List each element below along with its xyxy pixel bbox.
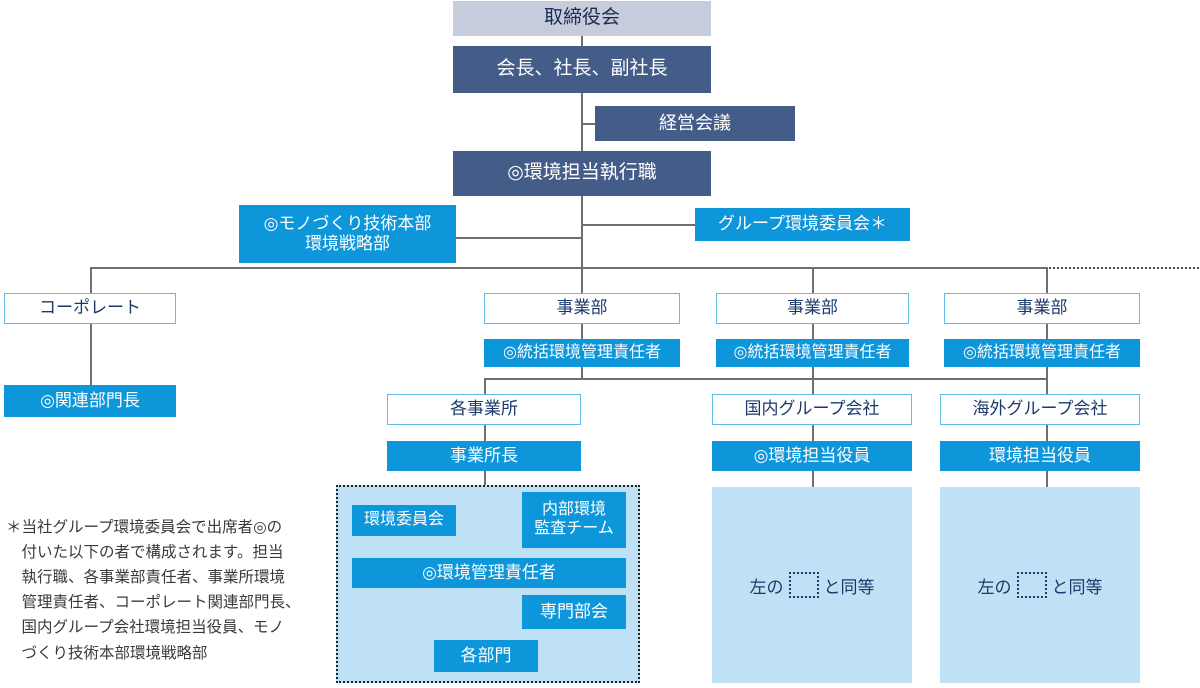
domestic-group-equivalent-panel [712,487,912,683]
connector-dotted-continuation [1046,267,1200,269]
same-as-suffix-domestic: と同等 [823,577,875,597]
node-general-env-manager-1[interactable]: ◎統括環境管理責任者 [484,339,680,367]
overseas-same-as-left-label: 左の と同等 [940,487,1140,683]
connector-division-1-to-mgr [581,324,583,339]
same-as-suffix-overseas: と同等 [1051,577,1103,597]
connector-group-company-bar [484,378,1046,380]
footnote-group-env-committee: ＊当社グループ環境委員会で出席者◎の 付いた以下の者で構成されます。担当 執行職… [6,519,301,662]
node-division-2[interactable]: 事業部 [716,293,909,324]
connector-drop-division-2 [812,267,814,293]
node-specialist-subcommittee[interactable]: 専門部会 [522,595,626,629]
node-overseas-group-company[interactable]: 海外グループ会社 [940,394,1140,425]
node-env-management-representative[interactable]: ◎環境管理責任者 [352,558,626,588]
node-env-executive[interactable]: ◎環境担当執行職 [453,151,711,196]
node-overseas-env-officer[interactable]: 環境担当役員 [940,441,1140,471]
node-internal-env-audit-team[interactable]: 内部環境 監査チーム [522,492,626,548]
node-office-head[interactable]: 事業所長 [387,441,581,471]
connector-division-2-to-mgr [812,324,814,339]
connector-main-distribution-bar [90,267,1048,269]
same-as-prefix-overseas: 左の [977,577,1012,597]
node-env-committee[interactable]: 環境委員会 [352,505,456,536]
node-domestic-group-company[interactable]: 国内グループ会社 [712,394,912,425]
connector-domestic-to-officer [812,425,814,441]
node-executives[interactable]: 会長、社長、副社長 [453,46,711,93]
connector-division-3-to-mgr [1046,324,1048,339]
node-general-env-manager-3[interactable]: ◎統括環境管理責任者 [944,339,1140,367]
connector-each-office-to-head [484,425,486,441]
connector-corporate-to-related-dept [90,324,92,385]
node-monozukuri-env-strategy[interactable]: ◎モノづくり技術本部 環境戦略部 [239,205,456,263]
connector-env-executive-trunk [581,196,583,268]
connector-drop-division-1 [581,267,583,293]
connector-board-to-executives [581,36,583,48]
node-related-dept-head[interactable]: ◎関連部門長 [4,385,176,417]
connector-overseas-officer-to-panel [1046,471,1048,487]
connector-trunk-to-group-committee [581,224,695,226]
node-management-meeting[interactable]: 経営会議 [595,106,795,141]
node-general-env-manager-2[interactable]: ◎統括環境管理責任者 [716,339,909,367]
connector-drop-overseas-company [1046,366,1048,394]
dotted-placeholder-icon-domestic [788,572,819,598]
connector-drop-division-3 [1046,267,1048,293]
connector-trunk-to-management-meeting [581,123,595,125]
connector-mgr1-down [581,366,583,379]
node-division-3[interactable]: 事業部 [944,293,1140,324]
connector-drop-corporate [90,267,92,293]
node-corporate[interactable]: コーポレート [4,293,176,324]
connector-drop-each-office [484,378,486,394]
node-group-env-committee[interactable]: グループ環境委員会＊ [695,208,910,241]
connector-trunk-to-monozukuri [456,237,582,239]
node-each-department[interactable]: 各部門 [434,640,538,672]
dotted-placeholder-icon-overseas [1016,572,1047,598]
connector-drop-domestic-company [812,366,814,394]
node-board[interactable]: 取締役会 [453,1,711,36]
same-as-prefix-domestic: 左の [749,577,784,597]
node-domestic-env-officer[interactable]: ◎環境担当役員 [712,441,912,471]
overseas-group-equivalent-panel [940,487,1140,683]
node-each-office[interactable]: 各事業所 [387,394,581,425]
connector-overseas-to-officer [1046,425,1048,441]
connector-executives-to-env-executive [581,93,583,151]
node-division-1[interactable]: 事業部 [484,293,680,324]
domestic-same-as-left-label: 左の と同等 [712,487,912,683]
connector-domestic-officer-to-panel [812,471,814,487]
